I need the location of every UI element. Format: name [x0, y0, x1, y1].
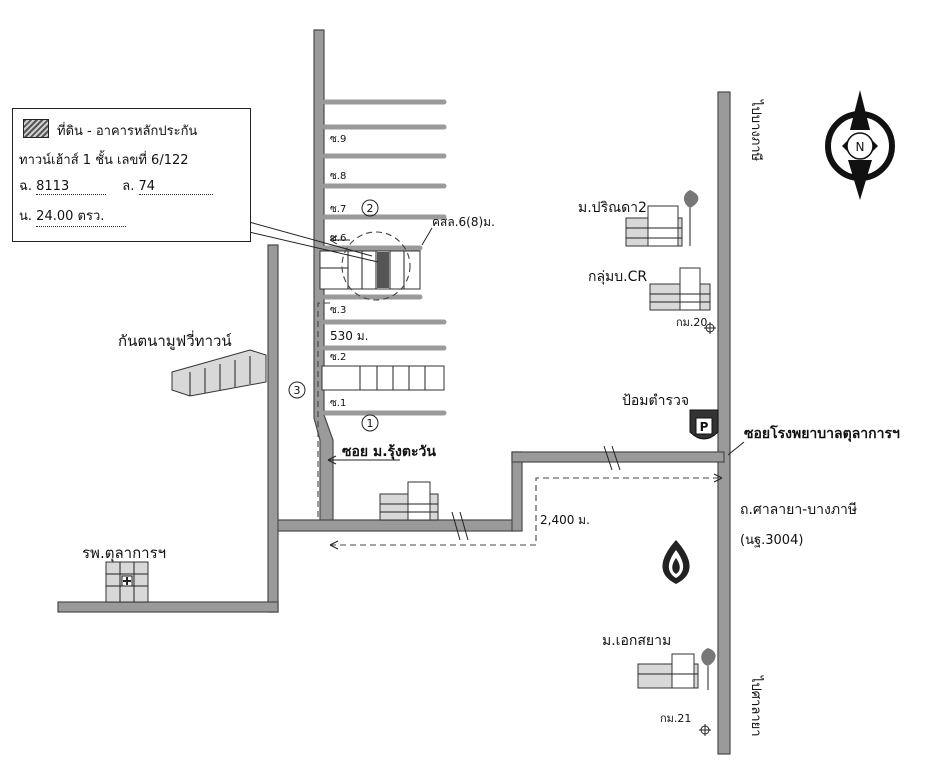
- legend-pointer-1: [248, 221, 373, 257]
- land-number: 74: [138, 179, 213, 195]
- legend-deed-row: ฉ. 8113 ล. 74: [19, 175, 213, 196]
- police-box-label: ป้อมตำรวจ: [622, 393, 689, 409]
- group-cr-label: กลุ่มบ.CR: [588, 269, 647, 285]
- soi-lanes: [322, 99, 447, 416]
- land-prefix: ล.: [122, 179, 135, 194]
- distance-530-label: 530 ม.: [330, 329, 368, 343]
- circle-marker-3: [288, 381, 306, 399]
- soi-hospital-road: [511, 451, 725, 463]
- hospital-road: [57, 601, 279, 613]
- legend-pointer-2: [248, 231, 379, 263]
- area-value: 24.00 ตรว.: [36, 205, 127, 227]
- police-shield-icon: [689, 409, 719, 440]
- bottom-connector-road: [275, 519, 517, 532]
- hatched-swatch-icon: [23, 119, 49, 138]
- kantana-building-icon: [171, 349, 267, 397]
- area-prefix: น.: [19, 209, 33, 224]
- townhouse-row-lower: [321, 365, 445, 391]
- road-break-marks: [451, 445, 621, 541]
- parinda-building-icon: [625, 190, 699, 247]
- ksl-pointer: [421, 227, 433, 246]
- soi-6-arrow: [329, 235, 338, 245]
- circle-2-label: 2: [367, 202, 374, 215]
- compass-n-label: N: [856, 140, 865, 154]
- km20-marker-icon: [704, 322, 716, 334]
- route-arrow-left: [329, 540, 339, 550]
- shophouse-building-icon: [379, 481, 439, 521]
- legend-title-row: ที่ดิน - อาคารหลักประกัน: [23, 119, 197, 141]
- road-code-label: (นฐ.3004): [740, 533, 803, 548]
- hospital-label: รพ.ตุลาการฯ: [82, 544, 166, 563]
- km21-label: กม.21: [660, 712, 691, 725]
- legend-title: ที่ดิน - อาคารหลักประกัน: [57, 124, 198, 139]
- ksl-label: คสล.6(8)ม.: [432, 215, 495, 229]
- police-sign-letter: P: [700, 420, 709, 434]
- compass-north-icon: [825, 90, 895, 200]
- left-vertical-road: [267, 244, 279, 613]
- soi-label-8: ซ.8: [330, 171, 346, 182]
- hospital-building-icon: [105, 561, 149, 603]
- cr-building-icon: [649, 267, 711, 311]
- legend-area-row: น. 24.00 ตรว.: [19, 205, 127, 227]
- km20-label: กม.20: [676, 316, 707, 329]
- townhouse-row-upper: [319, 250, 421, 290]
- soi-label-7: ซ.7: [330, 204, 346, 215]
- to-bangphasi-label: ไปบางภาษี: [748, 99, 764, 162]
- route-arrow-right: [713, 473, 723, 483]
- circle-marker-1: [361, 414, 379, 432]
- km21-marker-icon: [699, 724, 711, 736]
- ptt-gas-station-icon: [662, 540, 690, 584]
- village-parinda-label: ม.ปริณดา2: [578, 200, 647, 216]
- soi-hospital-pointer: [727, 441, 745, 456]
- soi-label-6: ซ.6: [330, 233, 346, 244]
- collateral-unit-marker: [377, 252, 389, 288]
- main-road-salaya-bangphasi: [717, 91, 731, 755]
- legend-line2: ทาวน์เฮ้าส์ 1 ชั้น เลขที่ 6/122: [19, 153, 189, 168]
- road-main-label: ถ.ศาลายา-บางภาษี: [740, 502, 857, 518]
- circle-marker-2: [361, 199, 379, 217]
- soi-rungtawan-arrow: [327, 455, 400, 465]
- soi-label-1: ซ.1: [330, 398, 346, 409]
- deed-number: 8113: [36, 179, 107, 195]
- dimension-530: [317, 302, 330, 520]
- deed-prefix: ฉ.: [19, 179, 32, 194]
- collateral-highlight-circle: [341, 231, 411, 301]
- soi-hospital-label: ซอยโรงพยาบาลตุลาการฯ: [744, 424, 900, 442]
- soi-label-2: ซ.2: [330, 352, 346, 363]
- soi-rungtawan-label: ซอย ม.รุ้งตะวัน: [342, 444, 436, 460]
- distance-2400-label: 2,400 ม.: [540, 513, 590, 527]
- village-eksiam-label: ม.เอกสยาม: [602, 633, 671, 649]
- connector-vertical-road: [511, 451, 523, 532]
- collateral-legend-box: ที่ดิน - อาคารหลักประกัน ทาวน์เฮ้าส์ 1 ช…: [12, 108, 251, 242]
- kantana-label: กันตนามูฟวี่ทาวน์: [118, 330, 232, 350]
- route-dashed-2400: [330, 477, 722, 546]
- eksiam-building-icon: [637, 648, 716, 690]
- soi-label-3: ซ.3: [330, 305, 346, 316]
- soi-label-9: ซ.9: [330, 134, 346, 145]
- to-salaya-label: ไปศาลายา: [748, 675, 764, 737]
- circle-1-label: 1: [367, 417, 374, 430]
- circle-3-label: 3: [294, 384, 301, 397]
